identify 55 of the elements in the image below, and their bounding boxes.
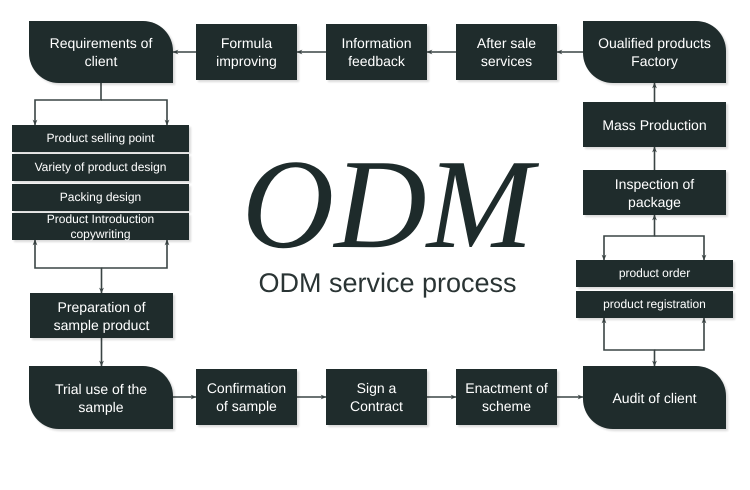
branching-arrow: [32, 239, 170, 294]
process-box: [576, 260, 733, 287]
arrow: [427, 394, 457, 400]
node-label: Enactment of scheme: [464, 379, 549, 415]
rounded-process-box: [583, 21, 726, 83]
node-label: Sign a Contract: [349, 379, 404, 415]
process-box: [12, 125, 189, 152]
process-box: [30, 293, 173, 338]
node-label: Confirmation of sample: [206, 379, 288, 415]
node-label: Product Introduction copywriting: [46, 212, 156, 242]
process-box: [12, 184, 189, 211]
node-label: After sale services: [476, 34, 538, 70]
arrow: [652, 82, 657, 102]
process-box: [326, 369, 427, 425]
node-label: Mass Production: [601, 116, 708, 134]
arrow: [557, 394, 584, 400]
process-box: [456, 369, 557, 425]
process-box: [196, 369, 297, 425]
process-box: [576, 291, 733, 318]
arrow: [296, 50, 326, 54]
arrow: [652, 146, 657, 170]
node-label: Preparation of sample product: [52, 298, 150, 334]
big-heading: ODM: [215, 140, 560, 268]
process-box: [12, 154, 189, 181]
node-label: Oualified products Factory: [597, 34, 712, 70]
arrow: [556, 50, 583, 54]
rounded-process-box: [29, 21, 173, 83]
process-box: [326, 24, 427, 80]
arrow: [173, 394, 197, 400]
process-box: [583, 102, 726, 147]
node-label: product order: [618, 266, 692, 281]
rounded-process-box: [29, 366, 173, 429]
node-label: Product selling point: [45, 131, 156, 146]
node-label: Formula improving: [215, 34, 278, 70]
arrow: [297, 394, 327, 400]
node-label: Packing design: [58, 190, 142, 205]
subtitle: ODM service process: [257, 267, 518, 300]
node-label: product registration: [602, 297, 707, 312]
branching-arrow: [32, 83, 170, 126]
branching-arrow: [602, 214, 706, 261]
process-box: [456, 24, 557, 80]
node-label: Audit of client: [611, 388, 698, 406]
branching-arrow: [602, 317, 706, 367]
arrow: [426, 50, 456, 54]
arrow: [172, 50, 196, 54]
process-box: [583, 170, 726, 215]
node-label: Variety of product design: [34, 160, 168, 175]
node-label: Trial use of the sample: [54, 380, 148, 416]
process-box: [196, 24, 297, 80]
node-label: Information feedback: [340, 34, 413, 70]
arrow: [99, 338, 104, 367]
node-label: Inspection of package: [614, 174, 696, 210]
process-box: [12, 213, 189, 240]
rounded-process-box: [583, 366, 726, 429]
node-label: Requirements of client: [48, 34, 154, 70]
